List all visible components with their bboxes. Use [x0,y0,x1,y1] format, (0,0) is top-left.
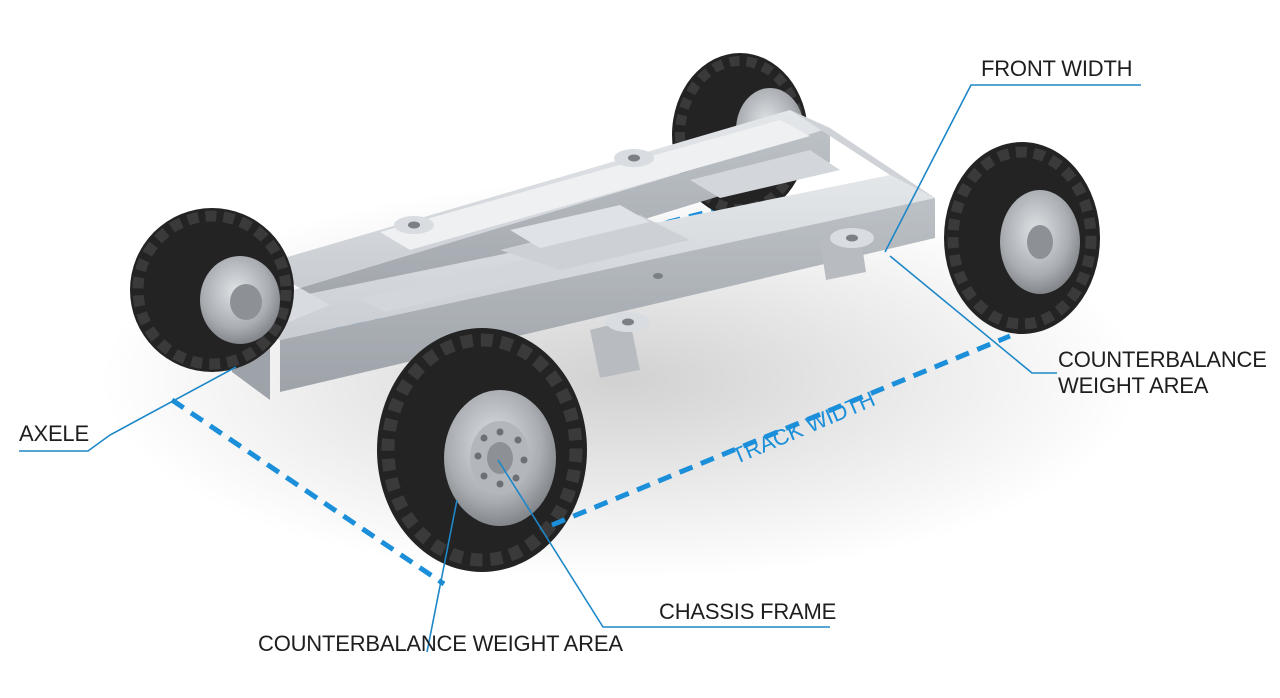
counterbalance-right-leader [889,255,1057,374]
front-width-leader [884,84,1141,253]
callout-lines [19,84,1141,653]
label-counterbalance-weight-area-bottom: COUNTERBALANCE WEIGHT AREA [258,631,623,656]
counterbalance-bottom-leader [426,499,458,653]
wheel-front-right [944,142,1100,334]
track-width-dimension [170,333,1011,587]
label-line: COUNTERBALANCE [1058,347,1267,372]
label-chassis-frame: CHASSIS FRAME [659,599,837,624]
label-counterbalance-weight-area-right: COUNTERBALANCE WEIGHT AREA [1058,347,1267,399]
label-axele: AXELE [19,421,89,446]
wheel-rear-left [130,208,294,372]
chassis-frame-leader [497,459,830,628]
axele-leader [19,366,237,452]
wheel-front-left [377,328,587,572]
label-line: WEIGHT AREA [1058,373,1209,398]
label-front-width: FRONT WIDTH [981,56,1133,81]
